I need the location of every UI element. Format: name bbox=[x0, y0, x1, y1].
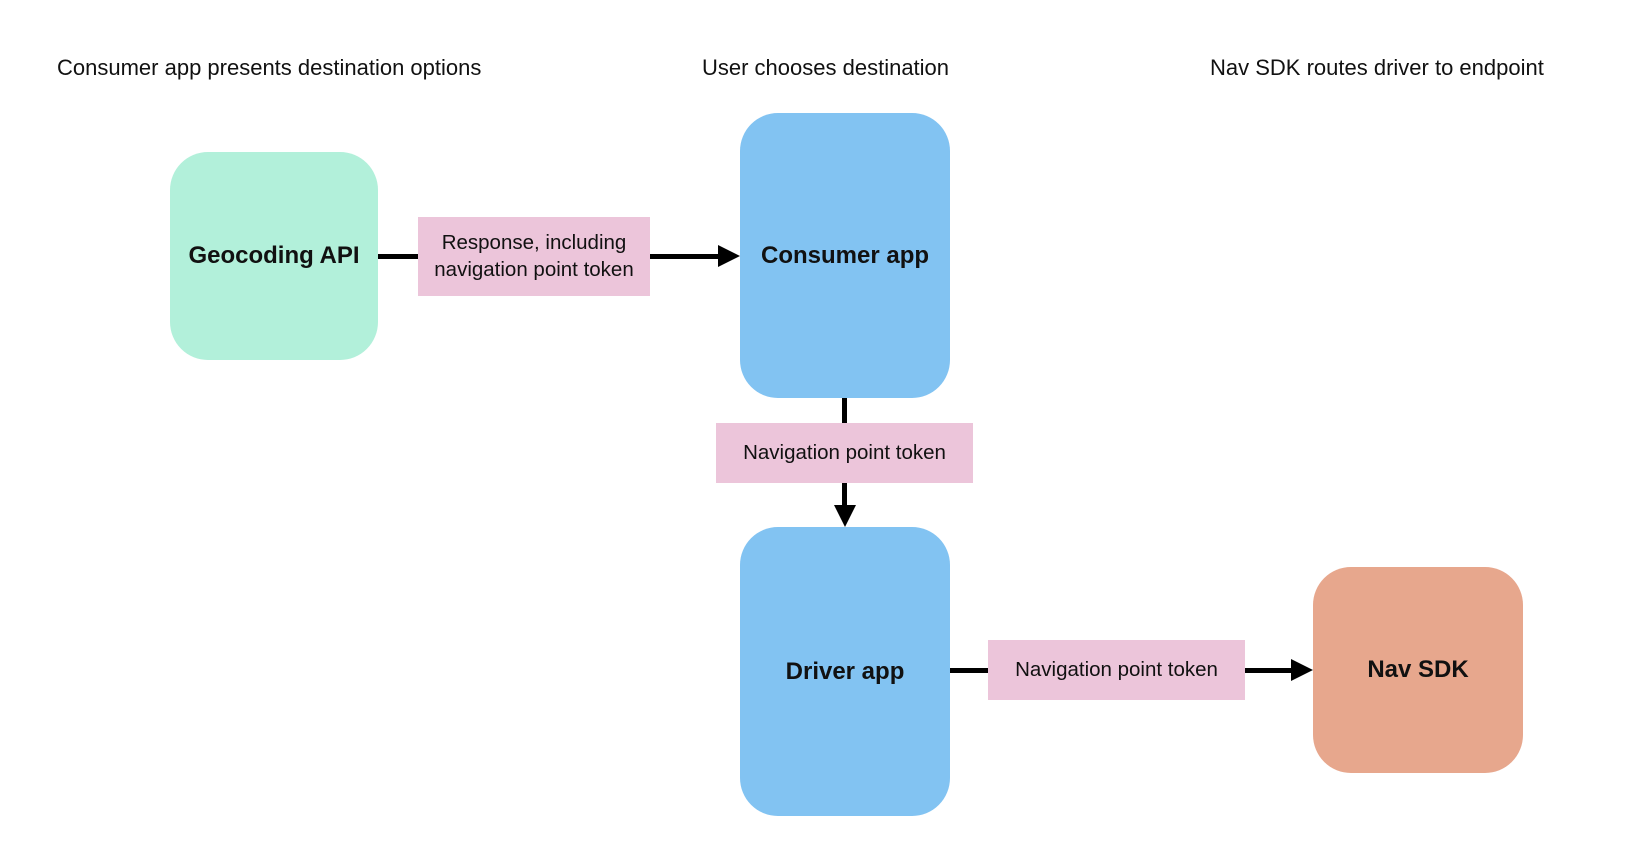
arrowhead-into-nav-sdk-icon bbox=[1291, 659, 1313, 681]
connector-label-to-navsdk bbox=[1245, 668, 1293, 673]
connector-consumer-to-label bbox=[842, 398, 847, 423]
edge-label-token-to-driver: Navigation point token bbox=[716, 423, 973, 483]
node-driver-app-label: Driver app bbox=[785, 657, 905, 685]
connector-geocoding-to-label bbox=[378, 254, 418, 259]
edge-label-response-token: Response, including navigation point tok… bbox=[418, 217, 650, 296]
connector-driver-to-label bbox=[950, 668, 988, 673]
node-nav-sdk: Nav SDK bbox=[1313, 567, 1523, 773]
arrowhead-into-consumer-app-icon bbox=[718, 245, 740, 267]
arrowhead-into-driver-app-icon bbox=[834, 505, 856, 527]
node-driver-app: Driver app bbox=[740, 527, 950, 816]
edge-label-token-to-sdk: Navigation point token bbox=[988, 640, 1245, 700]
stage-heading-consumer-presents: Consumer app presents destination option… bbox=[57, 55, 482, 80]
node-consumer-app: Consumer app bbox=[740, 113, 950, 398]
node-consumer-app-label: Consumer app bbox=[760, 241, 930, 269]
stage-heading-user-chooses: User chooses destination bbox=[702, 55, 950, 80]
connector-label-to-consumer bbox=[650, 254, 720, 259]
connector-label-to-driver bbox=[842, 483, 847, 507]
node-nav-sdk-label: Nav SDK bbox=[1367, 656, 1469, 683]
stage-heading-nav-sdk-routes: Nav SDK routes driver to endpoint bbox=[1210, 55, 1544, 80]
node-geocoding-api-label: Geocoding API bbox=[188, 242, 360, 269]
node-geocoding-api: Geocoding API bbox=[170, 152, 378, 360]
